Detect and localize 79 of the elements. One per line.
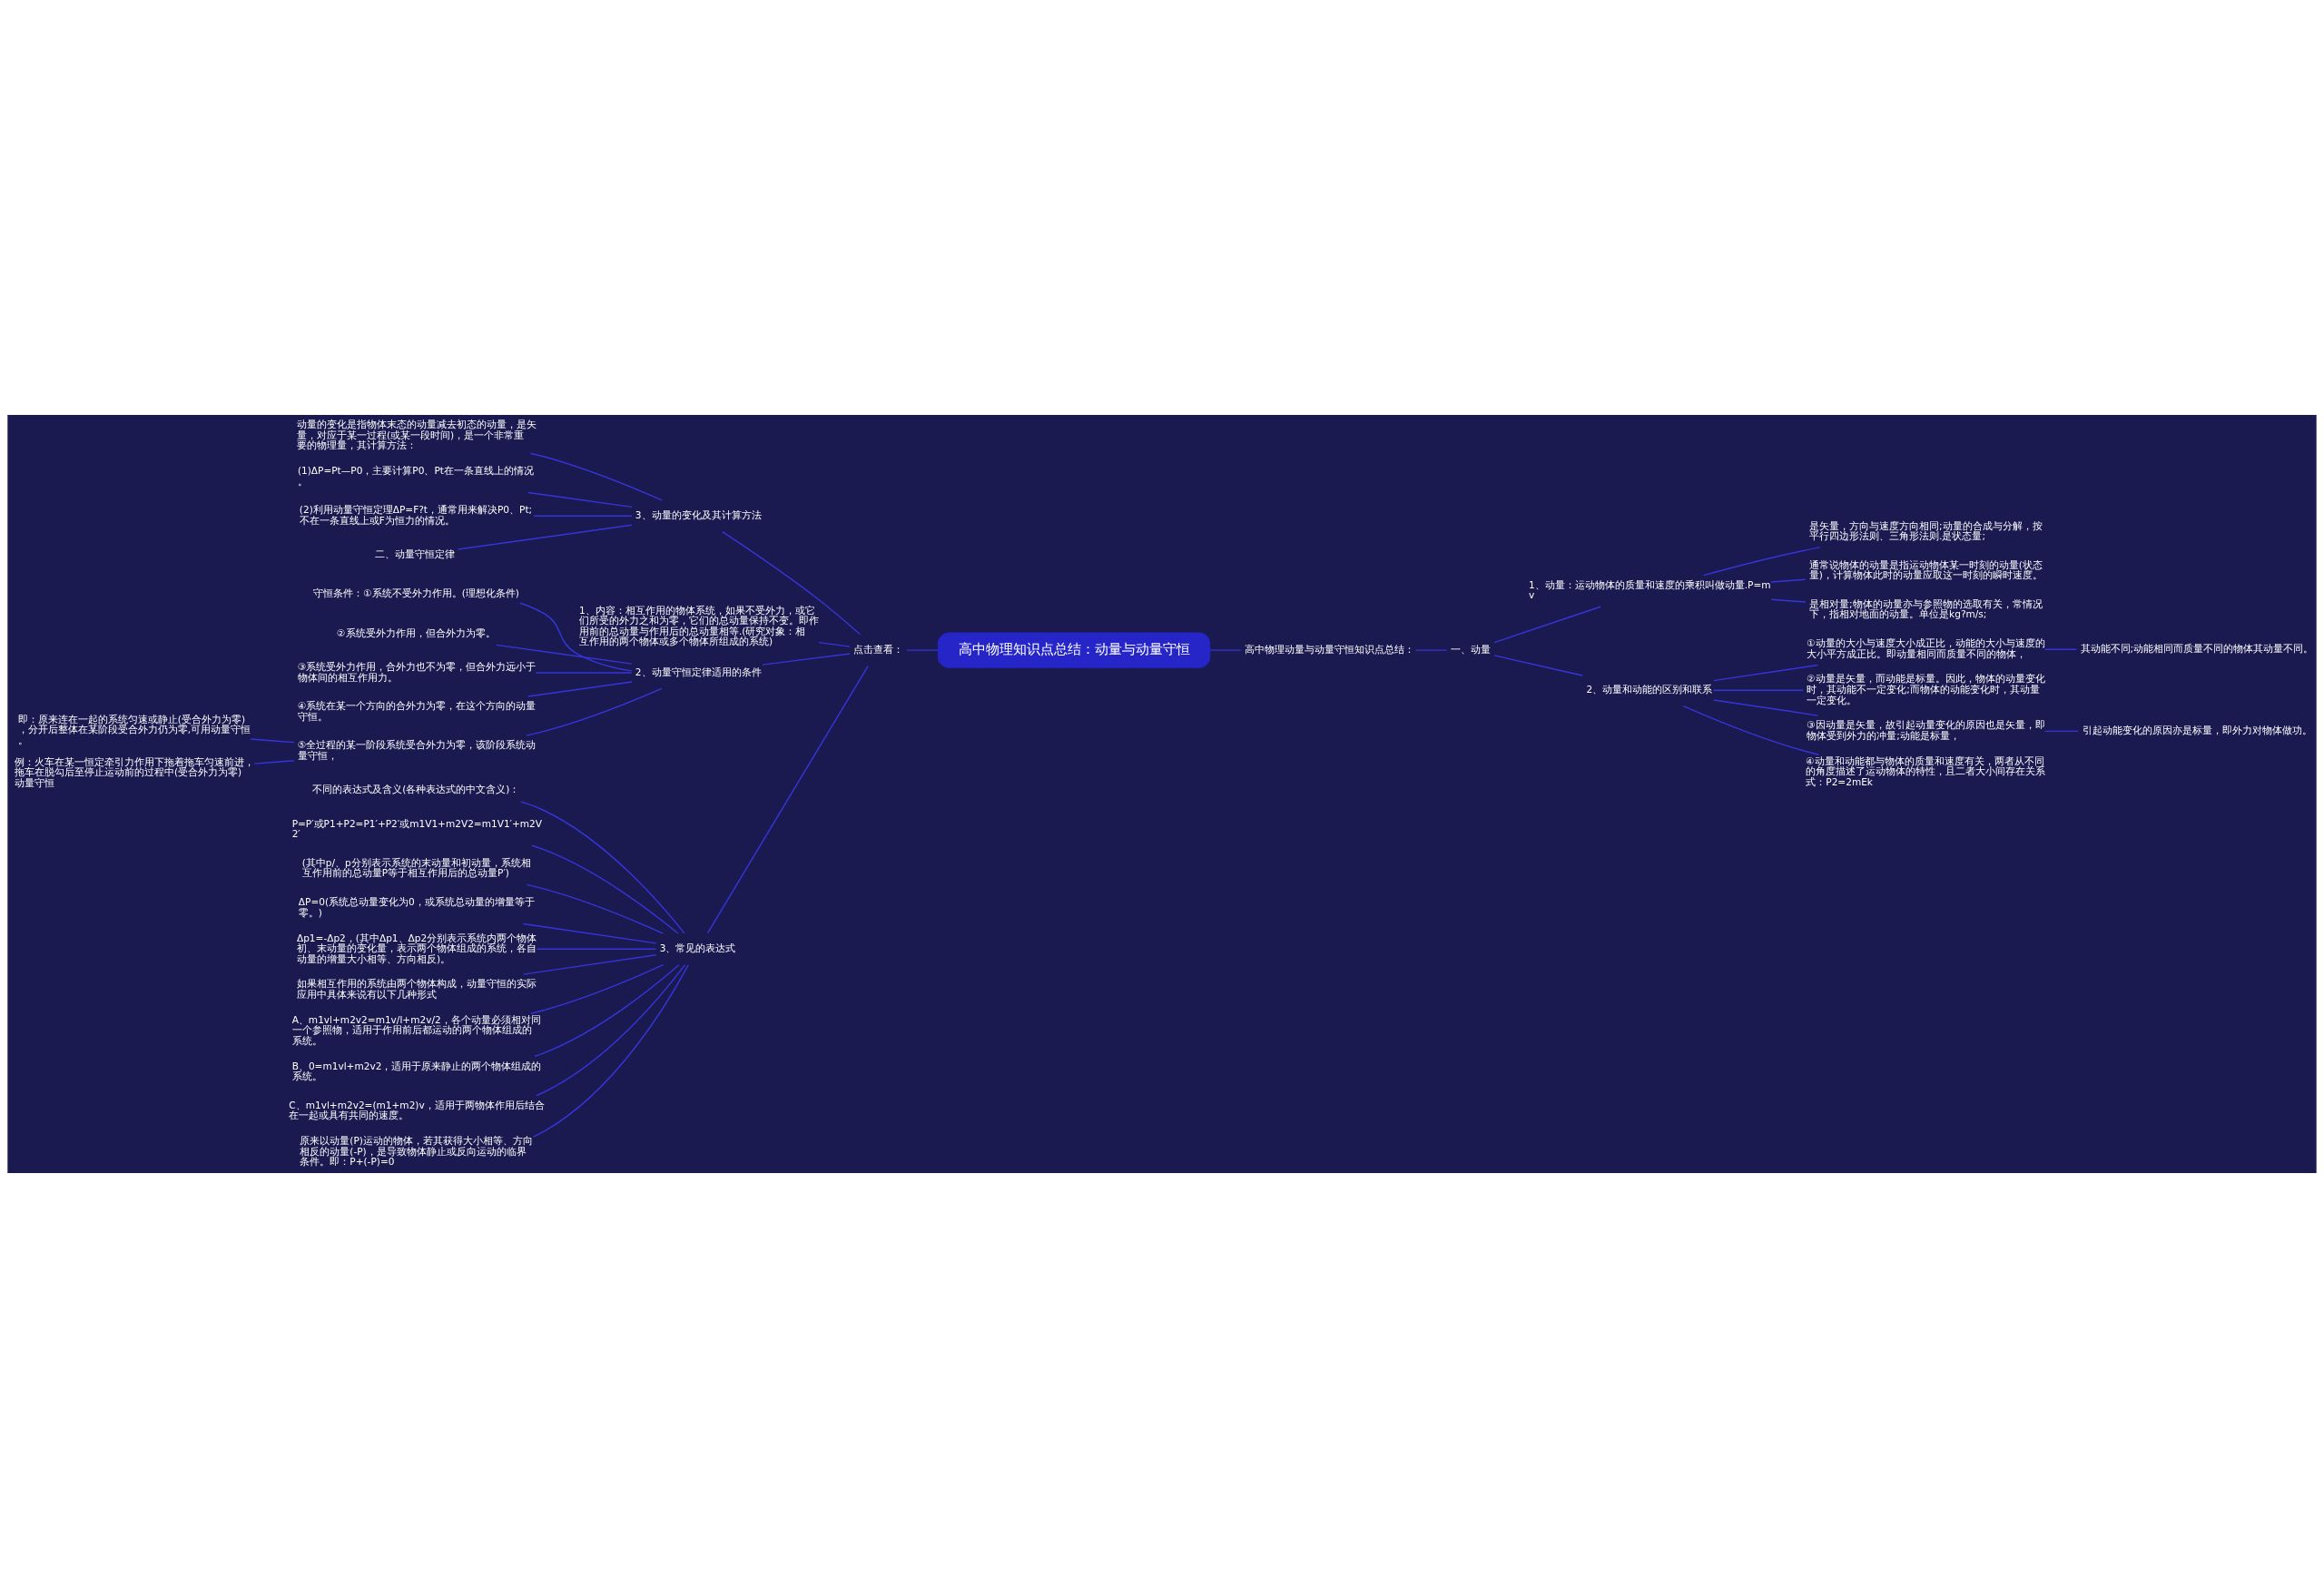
node-text: 是相对量;物体的动量亦与参照物的选取有关，常情况下，指相对地面的动量。单位是kg?m/s;	[1809, 597, 2043, 620]
node-text: ΔP=0(系统总动量变化为0，或系统总动量的增量等于零。)	[298, 896, 535, 918]
connector	[496, 644, 633, 665]
node-text: 2、动量守恒定律适用的条件	[635, 666, 762, 677]
connector	[762, 653, 852, 666]
node-text: ②动量是矢量，而动能是标量。因此，物体的动量变化时，其动能不一定变化;而物体的动能变化时，其动量一定变化。	[1807, 673, 2045, 705]
connector	[1712, 689, 1804, 691]
node-text: 1、动量：运动物体的质量和速度的乘积叫做动量.P=mv	[1529, 578, 1771, 601]
node-text: 不同的表达式及含义(各种表达式的中文含义)：	[312, 784, 520, 795]
connector	[1712, 699, 1819, 716]
connector	[1770, 578, 1807, 583]
node-text: (2)利用动量守恒定理ΔP=F?t，通常用来解决P0、Pt;不在一条直线上或F为恒力的情况。	[299, 504, 533, 526]
node-text: 引起动能变化的原因亦是标量，即外力对物体做功。	[2082, 725, 2312, 736]
connector	[526, 883, 664, 934]
connector	[1493, 655, 1583, 676]
node-text: 高中物理动量与动量守恒知识点总结：	[1245, 643, 1415, 655]
connector	[2043, 730, 2079, 733]
node-text: ①动量的大小与速度大小成正比，动能的大小与速度的大小平方成正比。即动量相同而质量不同的物体，	[1807, 637, 2045, 659]
node-text: (其中p/、p分别表示系统的末动量和初动量，系统相互作用前的总动量P等于相互作用后的总动量P′)	[301, 856, 531, 879]
node-text: ②系统受外力作用，但合外力为零。	[337, 626, 496, 638]
connector	[536, 948, 657, 951]
connector	[534, 964, 680, 1058]
node-text: 1、内容：相互作用的物体系统，如果不受外力，或它们所受的外力之和为零，它们的总动量保持不变。即作用前的总动量与作用后的总动量相等.(研究对象：相互作用的两个物体或多个物体所组成的系统)	[578, 604, 819, 647]
node-text: ④动量和动能都与物体的质量和速度有关，两者从不同的角度描述了运动物体的特性，且二者大小间存在关系式：P2=2mEk	[1806, 755, 2046, 787]
connector	[906, 649, 939, 651]
connector	[522, 922, 657, 944]
connector	[1493, 606, 1601, 644]
node-text: 如果相互作用的系统由两个物体构成，动量守恒的实际应用中具体来说有以下几种形式	[296, 978, 537, 1000]
connector	[530, 963, 665, 1015]
connector	[1703, 547, 1821, 577]
connector	[529, 452, 663, 501]
node-text: 二、动量守恒定律	[375, 548, 456, 560]
node-text: Δp1=-Δp2，(其中Δp1、Δp2分别表示系统内两个物体初、末动量的变化量，表示两个物体组成的系统，各自动量的增量大小相等、方向相反)。	[296, 932, 537, 964]
connector	[1414, 649, 1448, 651]
node-text: ③因动量是矢量，故引起动量变化的原因也是矢量，即物体受到外力的冲量;动能是标量，	[1807, 719, 2045, 741]
connector	[533, 964, 689, 1138]
node-text: (1)ΔP=Pt—P0，主要计算P0、Pt在一条直线上的情况。	[297, 465, 534, 487]
connector	[527, 681, 633, 697]
connector	[526, 687, 663, 736]
connector	[527, 491, 633, 508]
node-text: B、0=m1vl+m2v2，适用于原来静止的两个物体组成的系统。	[291, 1060, 542, 1082]
node-text: 守恒条件：①系统不受外力作用。(理想化条件)	[313, 587, 519, 599]
connector	[536, 963, 686, 1097]
node-text: A、m1vl+m2v2=m1v/l+m2v/2，各个动量必须相对同一个参照物，适用于作用前后都运动的两个物体组成的系统。	[291, 1013, 541, 1046]
node-text: 即：原来连在一起的系统匀速或静止(受合外力为零)，分开后整体在某阶段受合外力仍为零,可用动量守恒。	[17, 713, 251, 745]
node-text: 一、动量	[1450, 643, 1491, 655]
node-text: ④系统在某一个方向的合外力为零，在这个方向的动量守恒。	[297, 700, 537, 722]
node-text: 例：火车在某一恒定牵引力作用下拖着拖车匀速前进，拖车在脱勾后至停止运动前的过程中(受合外力为零)动量守恒	[14, 755, 254, 788]
connector	[457, 524, 633, 550]
connector	[533, 515, 633, 518]
connector	[1209, 649, 1242, 651]
connector	[722, 531, 862, 636]
node-text: ⑤全过程的某一阶段系统受合外力为零，该阶段系统动量守恒，	[297, 739, 537, 761]
node-text: 点击查看：	[853, 643, 904, 655]
connector	[519, 602, 633, 672]
connector	[1712, 664, 1819, 682]
node-text: C、m1vl+m2v2=(m1+m2)v，适用于两物体作用后结合在一起或具有共同的速度。	[289, 1099, 545, 1121]
connector	[253, 760, 295, 764]
node-text: 原来以动量(P)运动的物体，若其获得大小相等、方向相反的动量(-P)，是导致物体静止或反向运动的临界条件。即：P+(-P)=0	[300, 1135, 533, 1168]
connector	[519, 801, 685, 934]
node-box: 高中物理知识点总结：动量与动量守恒	[937, 632, 1211, 668]
connector	[706, 665, 869, 934]
connector	[818, 641, 851, 647]
node-text: 2、动量和动能的区别和联系	[1586, 683, 1713, 695]
connector	[1770, 598, 1807, 603]
node-text: ③系统受外力作用，合外力也不为零，但合外力远小于物体间的相互作用力。	[297, 661, 537, 683]
connector	[250, 738, 295, 744]
node-text: 3、动量的变化及其计算方法	[635, 509, 762, 521]
node-text: 其动能不同;动能相同而质量不同的物体其动量不同。	[2080, 642, 2314, 654]
connector	[2043, 648, 2078, 650]
node-text: 动量的变化是指物体末态的动量减去初态的动量，是矢量，对应于某一过程(或某一段时间)，是一个非常重要的物理量，其计算方法：	[296, 419, 537, 451]
connector	[531, 844, 679, 934]
node-text: 3、常见的表达式	[659, 942, 736, 954]
node-text: 通常说物体的动量是指运动物体某一时刻的动量(状态量)，计算物体此时的动量应取这一时刻的瞬时速度。	[1808, 558, 2043, 581]
node-text: 是矢量，方向与速度方向相同;动量的合成与分解，按平行四边形法则、三角形法则.是状态量;	[1809, 519, 2043, 542]
node-text: P=P′或P1+P2=P1′+P2′或m1V1+m2V2=m1V1′+m2V2′	[291, 817, 543, 840]
connector	[1682, 705, 1820, 755]
connector	[522, 954, 657, 975]
connector	[535, 672, 633, 674]
